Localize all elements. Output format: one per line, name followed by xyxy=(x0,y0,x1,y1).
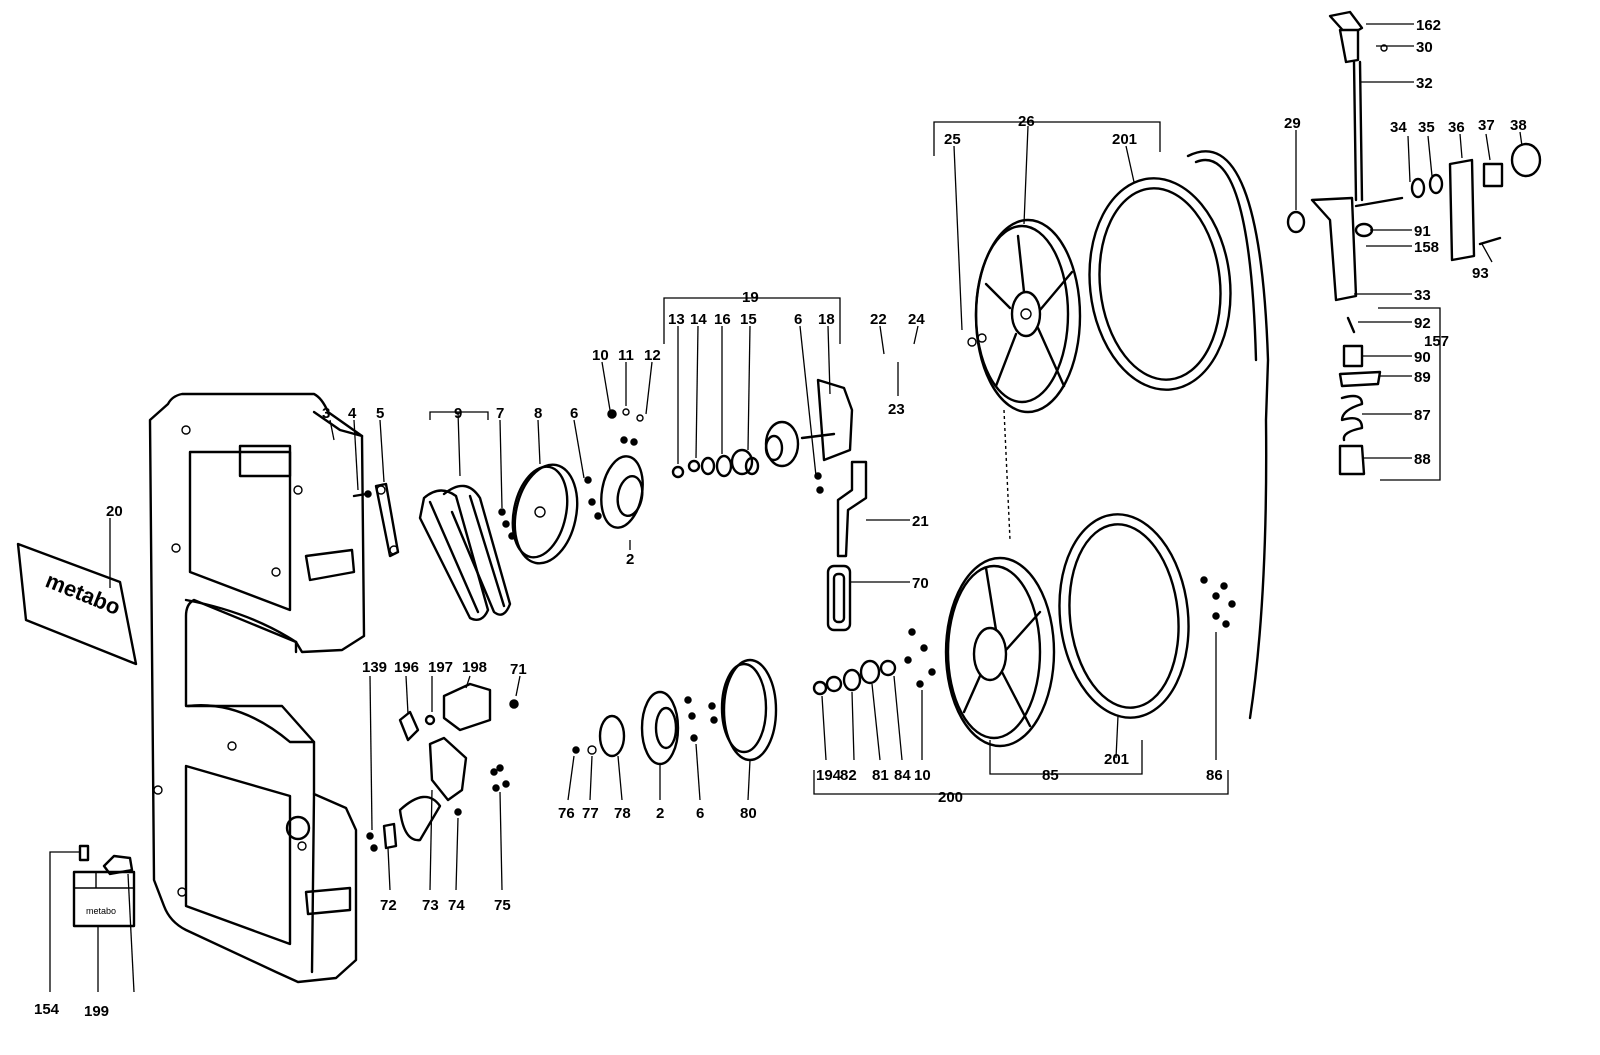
callout-7: 8 xyxy=(534,405,542,422)
callout-3: 3 xyxy=(322,405,330,422)
tire-201-lower xyxy=(1058,513,1190,719)
callout-10-lower: 10 xyxy=(914,767,931,784)
callout-33: 33 xyxy=(1414,287,1431,304)
callout-34: 34 xyxy=(1390,119,1407,136)
callout-35: 35 xyxy=(1418,119,1435,136)
callout-32: 32 xyxy=(1416,75,1433,92)
callout-162: 162 xyxy=(1416,17,1441,34)
callout-76: 77 xyxy=(582,805,599,822)
saw-blade xyxy=(1003,150,1270,720)
callout-18: 18 xyxy=(818,311,835,328)
callout-91: 91 xyxy=(1414,223,1431,240)
callout-198: 71 xyxy=(510,661,527,678)
callout-13: 13 xyxy=(668,311,685,328)
callout-78: 80 xyxy=(740,805,757,822)
callout-5: 5 xyxy=(376,405,384,422)
upper-wheel-26 xyxy=(967,218,1082,414)
callout-10-upper: 10 xyxy=(592,347,609,364)
callout-23: 23 xyxy=(888,401,905,418)
bracket-5 xyxy=(374,482,400,558)
callout-90: 90 xyxy=(1414,349,1431,366)
callout-14: 14 xyxy=(690,311,707,328)
callout-70: 139 xyxy=(362,659,387,676)
callout-38: 38 xyxy=(1510,117,1527,134)
callout-15: 15 xyxy=(740,311,757,328)
callout-80: 194 xyxy=(816,767,842,784)
pad-21 xyxy=(826,564,852,632)
callout-158: 158 xyxy=(1414,239,1439,256)
callout-73: 74 xyxy=(448,897,465,914)
lower-small-parts xyxy=(812,576,1236,696)
callout-4: 4 xyxy=(348,405,357,422)
callout-20: 21 xyxy=(912,513,929,530)
callout-30: 30 xyxy=(1416,39,1433,56)
callout-77: 78 xyxy=(614,805,631,822)
callout-84: 85 xyxy=(1042,767,1059,784)
callout-24: 24 xyxy=(908,311,925,328)
callout-201-upper: 201 xyxy=(1112,131,1137,148)
callout-19: 19 xyxy=(742,289,759,306)
callout-6-upper-right: 6 xyxy=(794,311,802,328)
lower-wheel-84 xyxy=(944,556,1056,748)
callout-labels: 162 30 32 29 34 35 36 37 38 91 158 93 33… xyxy=(34,17,1527,1020)
callout-8-upper: 2 xyxy=(626,551,634,568)
housing-frame xyxy=(148,392,366,984)
callout-6-upper-left: 7 xyxy=(496,405,504,422)
callout-8-lower: 2 xyxy=(656,805,664,822)
callout-87: 87 xyxy=(1414,407,1431,424)
callout-196: 197 xyxy=(428,659,453,676)
callout-139: 196 xyxy=(394,659,419,676)
tension-assembly xyxy=(1286,10,1542,476)
flange-8-upper xyxy=(600,455,644,529)
plate-20 xyxy=(836,460,868,558)
callout-197: 198 xyxy=(462,659,487,676)
callout-36: 36 xyxy=(1448,119,1465,136)
callout-29: 29 xyxy=(1284,115,1301,132)
callout-11: 11 xyxy=(618,347,634,364)
callout-154: 199 xyxy=(84,1003,109,1020)
logo-plate: metabo xyxy=(16,542,138,666)
callout-26: 26 xyxy=(1018,113,1035,130)
callout-82: 81 xyxy=(872,767,889,784)
callout-2: 20 xyxy=(106,503,123,520)
callout-6-upper-mid: 6 xyxy=(570,405,578,422)
callout-88: 88 xyxy=(1414,451,1431,468)
callout-12: 12 xyxy=(644,347,661,364)
callout-93: 93 xyxy=(1472,265,1489,282)
pulley-7 xyxy=(511,463,579,565)
callout-81: 84 xyxy=(894,767,911,784)
callout-86: 200 xyxy=(938,789,963,806)
callout-21: 70 xyxy=(912,575,929,592)
callout-74: 75 xyxy=(494,897,511,914)
belts-9 xyxy=(418,484,512,621)
plate-text: metabo xyxy=(86,906,116,916)
callout-72: 73 xyxy=(422,897,439,914)
callout-85: 86 xyxy=(1206,767,1223,784)
lower-left-parts xyxy=(366,658,778,852)
callout-157: 157 xyxy=(1424,333,1449,350)
callout-89: 89 xyxy=(1414,369,1431,386)
rating-plates: metabo xyxy=(72,844,136,928)
callout-16: 16 xyxy=(714,311,731,328)
callout-9: 9 xyxy=(454,405,462,422)
screw-4 xyxy=(352,490,372,498)
callout-200: 154 xyxy=(34,1001,60,1018)
shaft-assembly-19 xyxy=(671,378,854,494)
callout-201-lower: 201 xyxy=(1104,751,1129,768)
callout-75: 76 xyxy=(558,805,575,822)
callout-22: 22 xyxy=(870,311,887,328)
callout-37: 37 xyxy=(1478,117,1495,134)
callout-25: 25 xyxy=(944,131,961,148)
tire-201-upper xyxy=(1088,177,1232,391)
callout-92: 92 xyxy=(1414,315,1431,332)
screws-upper xyxy=(498,408,644,540)
callout-71: 72 xyxy=(380,897,397,914)
callout-6-lower: 6 xyxy=(696,805,704,822)
callout-194: 82 xyxy=(840,767,857,784)
leader-lines xyxy=(49,23,1523,993)
